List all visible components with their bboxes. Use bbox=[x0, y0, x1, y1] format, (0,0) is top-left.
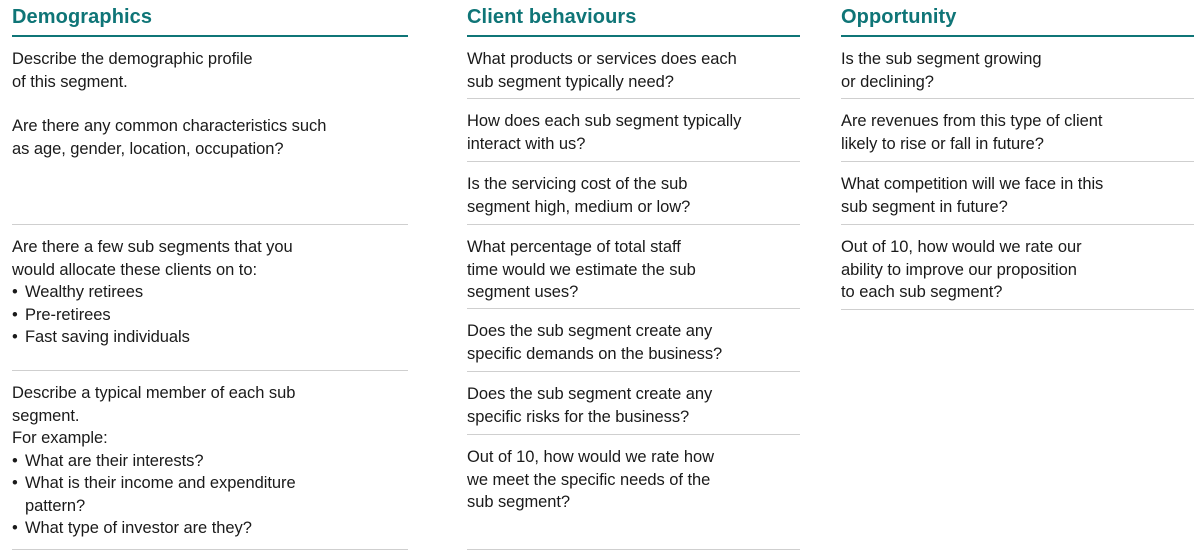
question-row[interactable]: What products or services does each sub … bbox=[467, 37, 800, 99]
bullet-label: What is their income and expenditure bbox=[25, 474, 296, 492]
question-row[interactable]: Out of 10, how would we rate how we meet… bbox=[467, 435, 800, 550]
bullet-item: • Wealthy retirees bbox=[12, 281, 408, 304]
question-row[interactable]: Is the sub segment growing or declining? bbox=[841, 37, 1194, 99]
question-row[interactable]: Describe a typical member of each sub se… bbox=[12, 371, 408, 550]
bullet-item: • What is their income and expenditure bbox=[12, 472, 408, 495]
question-line: interact with us? bbox=[467, 134, 586, 153]
bullet-item: • What type of investor are they? bbox=[12, 517, 408, 540]
column-client-behaviours: Client behaviours What products or servi… bbox=[453, 0, 806, 550]
bullet-label: What type of investor are they? bbox=[25, 519, 252, 537]
column-heading-demographics: Demographics bbox=[12, 6, 153, 28]
bullet-dot-icon: • bbox=[12, 519, 18, 537]
question-line: segment uses? bbox=[467, 283, 579, 301]
question-row[interactable]: Are revenues from this type of client li… bbox=[841, 99, 1194, 162]
question-line: sub segment typically need? bbox=[467, 72, 674, 91]
question-line: or declining? bbox=[841, 72, 934, 91]
column-demographics: Demographics Describe the demographic pr… bbox=[0, 0, 416, 550]
bullet-label: Wealthy retirees bbox=[25, 283, 144, 301]
heading-rule-opportunity bbox=[841, 35, 1194, 37]
bullet-item: • Pre-retirees bbox=[12, 304, 408, 327]
question-row[interactable]: What competition will we face in this su… bbox=[841, 162, 1194, 225]
question-line: Is the servicing cost of the sub bbox=[467, 175, 688, 193]
bullet-label: Pre-retirees bbox=[25, 305, 111, 324]
question-list-opportunity: Is the sub segment growing or declining?… bbox=[841, 37, 1194, 310]
question-line: For example: bbox=[12, 429, 108, 447]
bullet-item: • What are their interests? bbox=[12, 450, 408, 473]
bullet-dot-icon: • bbox=[12, 305, 18, 324]
question-row[interactable]: Out of 10, how would we rate our ability… bbox=[841, 225, 1194, 310]
question-line: to each sub segment? bbox=[841, 283, 1003, 301]
question-row[interactable]: How does each sub segment typically inte… bbox=[467, 99, 800, 162]
bullet-dot-icon: • bbox=[12, 451, 18, 470]
bullet-label: What are their interests? bbox=[25, 451, 204, 470]
question-row[interactable]: Are there a few sub segments that you wo… bbox=[12, 225, 408, 371]
question-line: segment high, medium or low? bbox=[467, 197, 691, 216]
question-line: Is the sub segment growing bbox=[841, 50, 1042, 68]
bullet-dot-icon: • bbox=[12, 283, 18, 301]
question-line: Describe the demographic profile bbox=[12, 50, 253, 68]
bullet-item-continuation: pattern? bbox=[25, 496, 86, 515]
question-line: specific demands on the business? bbox=[467, 344, 723, 363]
question-row[interactable]: Does the sub segment create any specific… bbox=[467, 372, 800, 435]
question-line: would allocate these clients on to: bbox=[12, 260, 257, 279]
question-line: ability to improve our proposition bbox=[841, 260, 1077, 279]
question-line: Out of 10, how would we rate how bbox=[467, 448, 714, 466]
heading-rule-demographics bbox=[12, 35, 408, 37]
column-heading-client-behaviours: Client behaviours bbox=[467, 6, 637, 28]
question-line: What products or services does each bbox=[467, 50, 737, 68]
question-line: sub segment? bbox=[467, 493, 571, 511]
question-line: of this segment. bbox=[12, 72, 128, 91]
question-list-demographics: Describe the demographic profile of this… bbox=[12, 37, 408, 550]
question-row[interactable]: Is the servicing cost of the sub segment… bbox=[467, 162, 800, 225]
bullet-label: Fast saving individuals bbox=[25, 328, 190, 346]
question-line: we meet the specific needs of the bbox=[467, 470, 711, 489]
question-line: specific risks for the business? bbox=[467, 407, 690, 426]
column-heading-opportunity: Opportunity bbox=[841, 6, 957, 28]
question-line: Out of 10, how would we rate our bbox=[841, 238, 1082, 256]
bullet-dot-icon: • bbox=[12, 474, 18, 492]
question-line: Does the sub segment create any bbox=[467, 322, 713, 340]
question-line: Does the sub segment create any bbox=[467, 385, 713, 403]
question-line: What competition will we face in this bbox=[841, 175, 1104, 193]
paragraph-gap bbox=[12, 93, 408, 115]
question-line: segment. bbox=[12, 406, 80, 425]
question-line: Are revenues from this type of client bbox=[841, 112, 1103, 130]
question-line: Are there a few sub segments that you bbox=[12, 238, 293, 256]
heading-rule-client-behaviours bbox=[467, 35, 800, 37]
question-line: time would we estimate the sub bbox=[467, 260, 696, 279]
column-opportunity: Opportunity Is the sub segment growing o… bbox=[827, 0, 1200, 310]
question-row[interactable]: What percentage of total staff time woul… bbox=[467, 225, 800, 309]
question-row[interactable]: Does the sub segment create any specific… bbox=[467, 309, 800, 372]
question-row[interactable]: Describe the demographic profile of this… bbox=[12, 37, 408, 225]
question-line: Describe a typical member of each sub bbox=[12, 384, 296, 402]
question-line: sub segment in future? bbox=[841, 197, 1008, 216]
question-line: What percentage of total staff bbox=[467, 238, 681, 256]
bullet-item: • Fast saving individuals bbox=[12, 326, 408, 349]
question-line: as age, gender, location, occupation? bbox=[12, 139, 284, 158]
question-list-client-behaviours: What products or services does each sub … bbox=[467, 37, 800, 550]
bullet-dot-icon: • bbox=[12, 328, 18, 346]
question-line: Are there any common characteristics suc… bbox=[12, 117, 327, 135]
question-line: likely to rise or fall in future? bbox=[841, 134, 1044, 153]
question-line: How does each sub segment typically bbox=[467, 112, 742, 130]
